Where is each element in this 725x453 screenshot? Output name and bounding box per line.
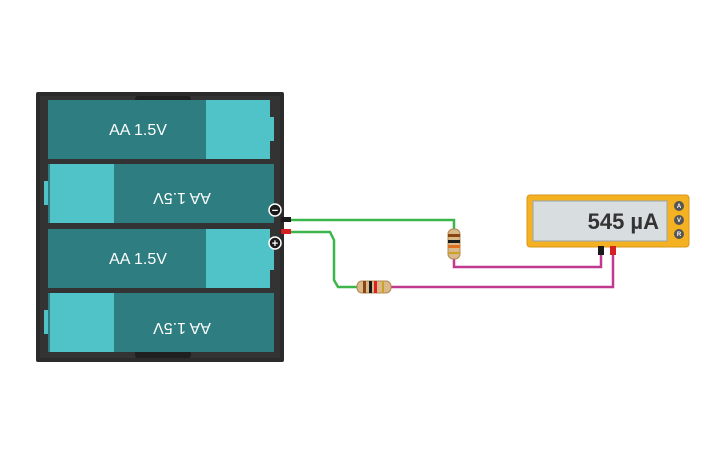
resistor-body [447, 228, 461, 260]
mode-label: A [677, 204, 682, 210]
magenta-wire-2[interactable] [391, 254, 615, 289]
resistor-band-4 [382, 281, 384, 293]
mode-button-ohms[interactable]: R [674, 229, 684, 239]
green-wire-negative[interactable] [291, 218, 456, 230]
resistor-band-4 [448, 252, 460, 254]
mode-label: R [677, 232, 682, 238]
resistor-band-1 [363, 281, 366, 293]
mode-button-volts[interactable]: V [674, 215, 684, 225]
probe-terminal-black[interactable] [598, 246, 604, 255]
resistor-band-2 [369, 281, 372, 293]
probe-terminal-red[interactable] [610, 246, 616, 255]
cell-nub [44, 181, 48, 205]
resistor-band-1 [448, 234, 460, 237]
positive-terminal[interactable]: + [268, 236, 282, 250]
cell-label: AA 1.5V [109, 122, 167, 139]
cell-positive-cap [206, 100, 270, 159]
cell-label: AA 1.5V [109, 251, 167, 268]
negative-lead-pin[interactable] [281, 217, 291, 222]
green-wire-positive[interactable] [291, 230, 357, 289]
cell-label: AA 1.5V [153, 189, 211, 206]
negative-terminal[interactable]: − [268, 203, 282, 217]
cell-label: AA 1.5V [153, 319, 211, 336]
mode-label: V [677, 218, 681, 224]
battery-cell-1[interactable]: AA 1.5V [48, 100, 274, 159]
magenta-wire-1[interactable] [452, 254, 603, 269]
multimeter-display [532, 200, 668, 242]
resistor-band-3 [448, 245, 460, 248]
cell-nub [270, 246, 274, 270]
multimeter[interactable]: 545 µA A V R [526, 194, 690, 255]
resistor-band-3 [374, 281, 377, 293]
resistor-vertical[interactable] [447, 228, 461, 260]
battery-cell-2[interactable]: AA 1.5V [44, 164, 274, 223]
positive-lead-pin[interactable] [281, 229, 291, 234]
battery-pack[interactable]: AA 1.5V AA 1.5V AA 1.5V AA 1.5V − [36, 92, 291, 362]
resistor-band-2 [448, 240, 460, 243]
negative-terminal-symbol: − [272, 205, 278, 217]
mode-button-amps[interactable]: A [674, 201, 684, 211]
cell-positive-cap [50, 164, 114, 223]
battery-cell-3[interactable]: AA 1.5V [48, 229, 274, 288]
battery-cell-4[interactable]: AA 1.5V [44, 293, 274, 352]
multimeter-reading: 545 µA [588, 209, 659, 234]
positive-terminal-symbol: + [272, 238, 278, 250]
cell-nub [44, 310, 48, 334]
cell-nub [270, 117, 274, 141]
cell-positive-cap [50, 293, 114, 352]
resistor-horizontal[interactable] [356, 280, 392, 294]
cell-positive-cap [206, 229, 270, 288]
